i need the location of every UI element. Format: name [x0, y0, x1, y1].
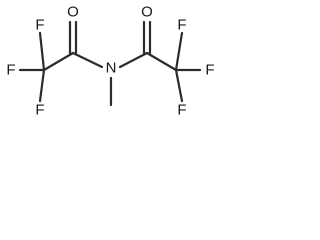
bond-c1-f-bottom — [38, 68, 46, 103]
atom-label-oxygen-right: O — [141, 4, 153, 21]
atom-label-fluorine-right-top: F — [177, 17, 186, 34]
atom-label-group: O O N F F F F F F — [6, 4, 214, 119]
bond-c4-f-bottom — [174, 68, 184, 103]
atom-bg-nitrogen — [103, 60, 119, 76]
bond-group — [18, 20, 202, 107]
atom-label-fluorine-left-side: F — [6, 62, 15, 79]
bond-c3-c4 — [145, 51, 178, 72]
bond-c1-c2 — [42, 51, 75, 72]
molecule-structure-diagram: O O N F F F F F F — [6, 4, 214, 119]
atom-label-fluorine-left-top: F — [35, 17, 44, 34]
atom-label-nitrogen: N — [106, 60, 117, 77]
atom-label-fluorine-right-bottom: F — [177, 102, 186, 119]
bond-c4-f-top — [174, 31, 184, 72]
atom-label-fluorine-right-side: F — [205, 62, 214, 79]
bond-c2-n — [71, 51, 104, 69]
atom-label-fluorine-left-bottom: F — [35, 102, 44, 119]
bond-n-c3 — [118, 51, 149, 69]
atom-label-oxygen-left: O — [67, 4, 79, 21]
bond-c1-f-top — [38, 31, 46, 72]
